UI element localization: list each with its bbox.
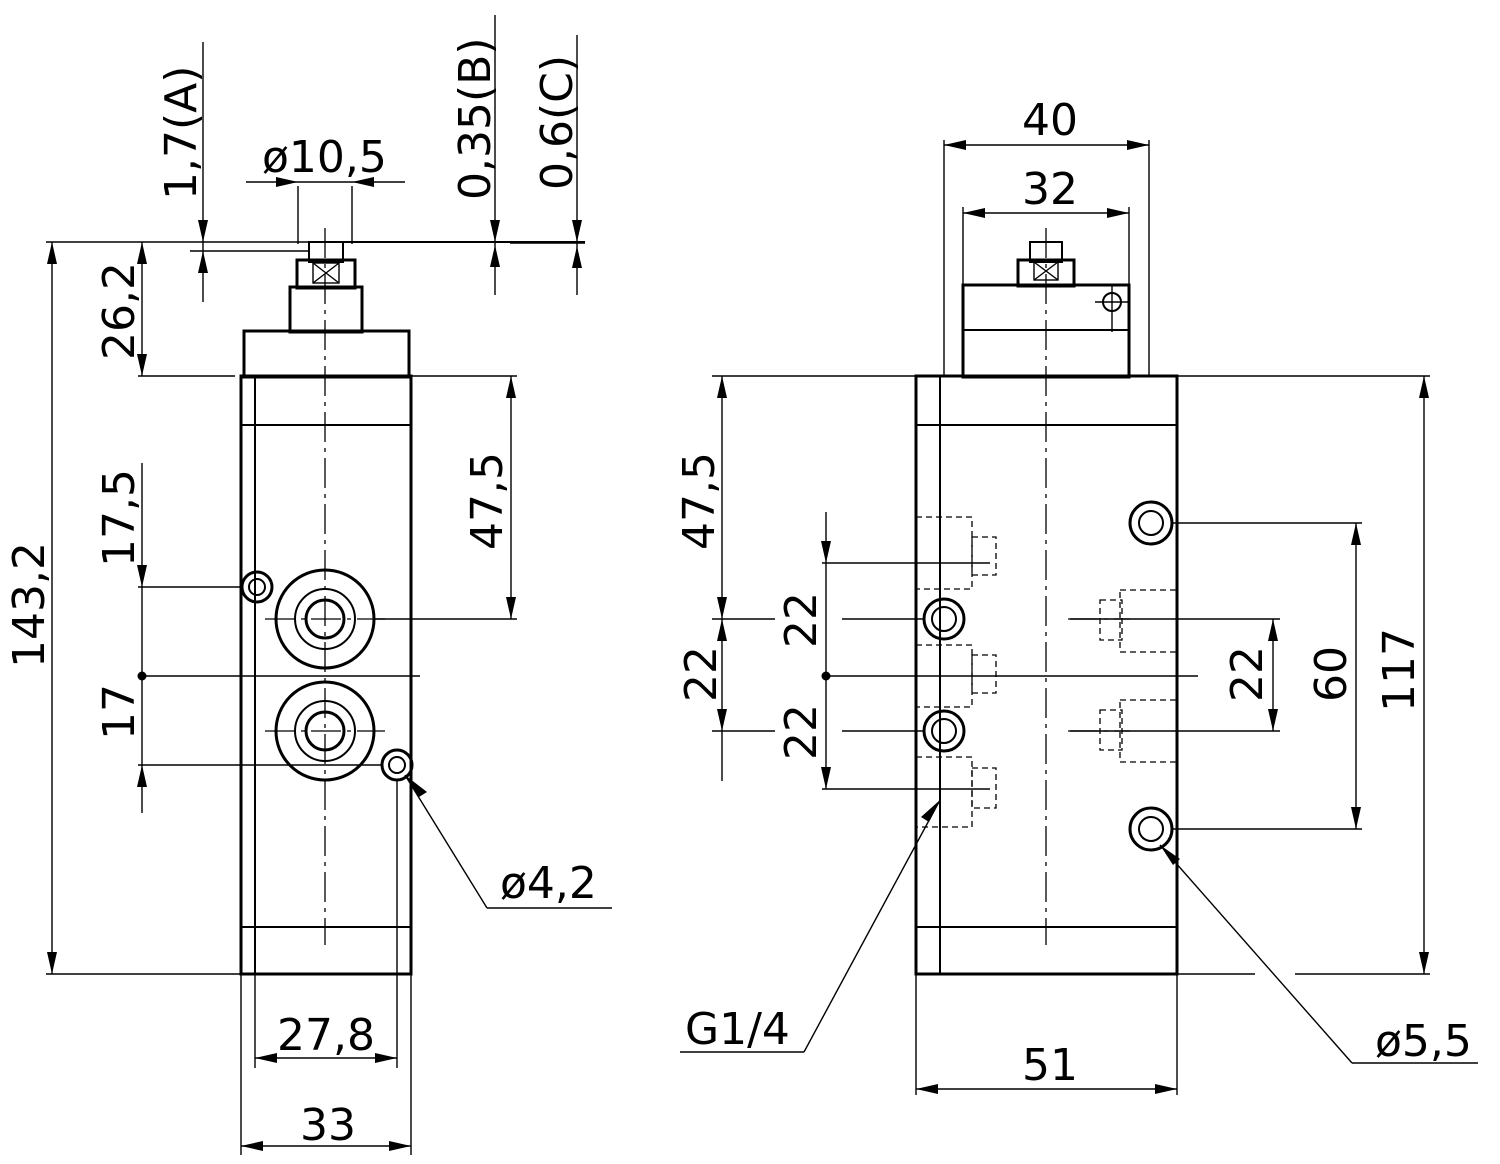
dim-a: 1,7(A) [156,66,207,200]
dim-plunger-diameter: ø10,5 [262,132,387,183]
dim-port-spacing-3: 22 [776,704,827,760]
dim-body-width-right: 51 [1022,1040,1078,1091]
dim-hole-spacing-right: 60 [1306,646,1357,702]
dim-head-width: 32 [1022,164,1078,215]
dim-c: 0,6(C) [532,55,583,190]
dim-body-width: 33 [300,1100,356,1151]
dim-port-spacing-4: 22 [1222,646,1273,702]
dim-port-height: 47,5 [462,452,513,550]
dim-port-height-right: 47,5 [674,452,725,550]
dim-hole-offset-bottom: 17 [94,684,145,740]
dim-hole-spacing: 27,8 [277,1010,375,1061]
dim-port-spacing-1: 22 [776,592,827,648]
dim-body-height: 117 [1374,628,1425,712]
dim-b: 0,35(B) [450,38,501,201]
dim-total-height: 143,2 [4,542,55,668]
left-view: 1,7(A) 0,35(B) 0,6(C) ø10,5 26,2 143,2 4… [4,15,612,1155]
dim-hole-diameter: ø4,2 [500,858,597,909]
dim-hole-diameter-right: ø5,5 [1375,1016,1472,1067]
dim-hole-offset-top: 17,5 [94,469,145,567]
dim-thread: G1/4 [685,1004,790,1055]
dim-top-width: 40 [1022,95,1078,146]
right-view: 40 32 47,5 22 22 22 22 60 117 G1/4 ø5,5 … [674,95,1478,1095]
dim-plunger-height: 26,2 [94,262,145,360]
dim-port-spacing-2: 22 [676,646,727,702]
